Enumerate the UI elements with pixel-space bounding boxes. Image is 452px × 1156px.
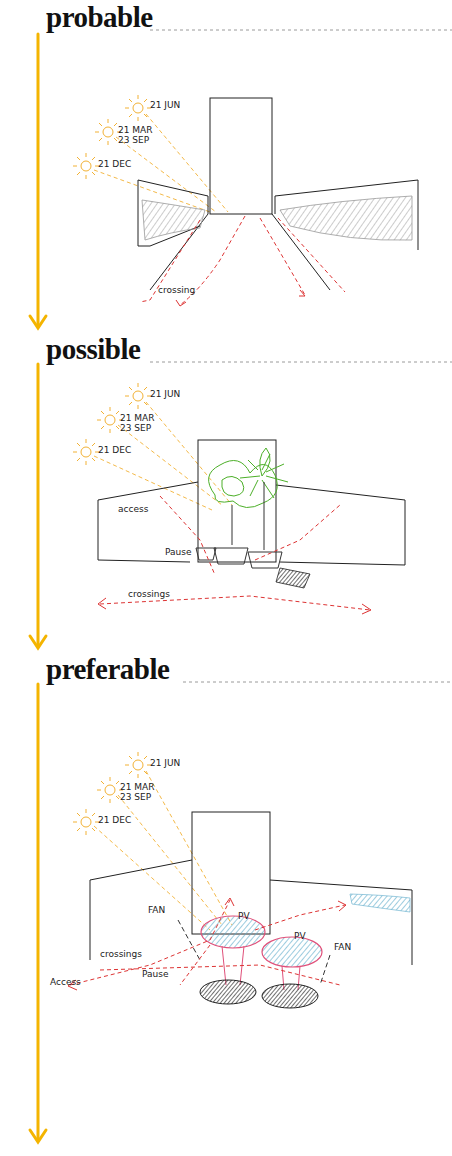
sketch-label: crossing	[158, 286, 195, 296]
sketch-label: access	[118, 505, 148, 515]
sketch-label: 21 JUN	[150, 759, 180, 769]
sketch-label: Access	[50, 978, 81, 988]
sketch-label: 21 DEC	[98, 816, 131, 826]
sketch-label: Pause	[165, 548, 191, 558]
sketch-label: 21 DEC	[98, 160, 131, 170]
sketch-label: FAN	[148, 906, 165, 916]
sketch-label: PV	[238, 912, 250, 922]
section-heading: preferable	[46, 654, 169, 686]
sketch-label: FAN	[334, 943, 351, 953]
section-heading: probable	[46, 2, 153, 34]
sketch-label: PV	[294, 932, 306, 942]
sketch-label: crossings	[128, 590, 170, 600]
sketch-label: 21 MAR 23 SEP	[120, 414, 158, 434]
sketch-label: 21 MAR 23 SEP	[120, 783, 158, 803]
sketch-label: crossings	[100, 950, 142, 960]
section-heading: possible	[46, 334, 140, 366]
sketch-label: 21 MAR 23 SEP	[118, 126, 156, 146]
sketch-label: 21 DEC	[98, 446, 131, 456]
sketch-label: Pause	[142, 970, 168, 980]
sketch-label: 21 JUN	[150, 390, 180, 400]
sketch-label: 21 JUN	[150, 101, 180, 111]
